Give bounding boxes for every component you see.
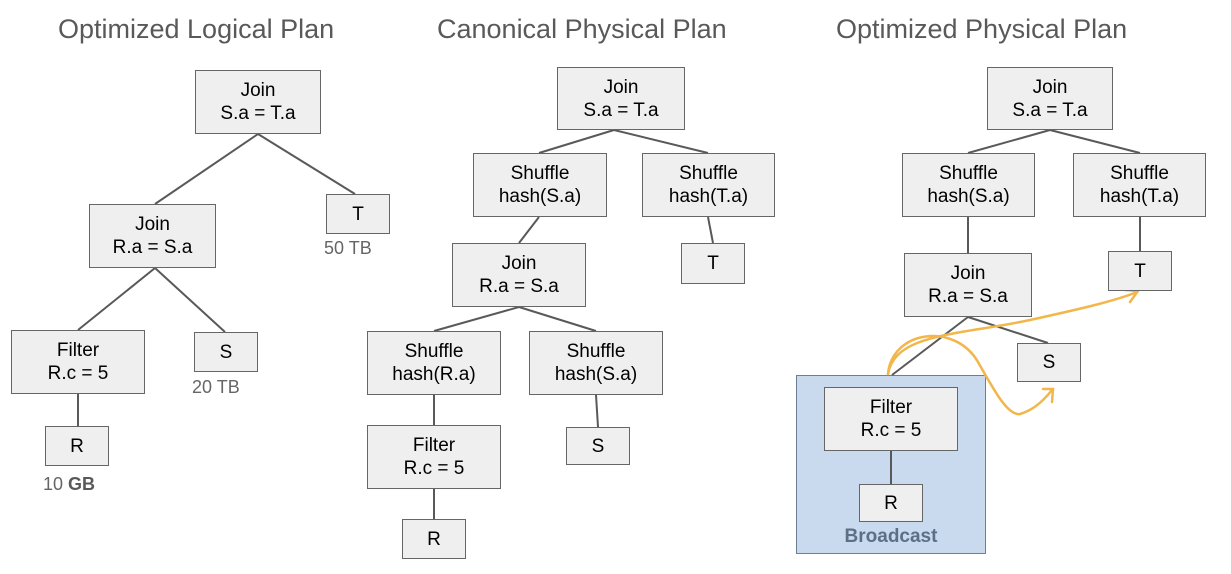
node-predicate: R.c = 5	[860, 420, 922, 441]
node-predicate: R.a = S.a	[112, 237, 193, 258]
node-op: Shuffle	[510, 163, 570, 184]
node-op: R	[884, 492, 898, 514]
edge-canonical-join-mid-to-shuffle-ra	[433, 306, 520, 332]
canonical-scan-s: S	[566, 427, 630, 465]
logical-scan-s: S	[194, 332, 258, 372]
title-logical-plan: Optimized Logical Plan	[58, 14, 335, 44]
edge-canonical-join-top-to-shuffle-ta	[613, 129, 709, 154]
logical-scan-r: R	[45, 426, 109, 466]
edge-optimized-join-mid-to-filter	[891, 316, 969, 376]
node-predicate: hash(S.a)	[554, 364, 638, 385]
broadcast-label: Broadcast	[844, 526, 938, 547]
node-op: R	[427, 528, 441, 550]
node-op: R	[70, 435, 84, 457]
broadcast-arrow-to-s	[886, 334, 1054, 416]
node-op: Join	[1032, 76, 1068, 98]
edge-canonical-shuffle-sa-to-s	[595, 394, 599, 428]
edge-canonical-shuffle-ta-to-t	[707, 216, 714, 244]
canonical-shuffle-hash-sa-mid: Shuffle hash(S.a)	[529, 331, 663, 395]
edge-logical-join-top-to-t	[257, 133, 356, 195]
optimized-scan-s: S	[1017, 343, 1081, 382]
optimized-filter: Filter R.c = 5	[824, 387, 958, 451]
optimized-join-r-s: Join R.a = S.a	[904, 253, 1032, 317]
node-op: Join	[240, 80, 276, 101]
edge-canonical-shuffle-sa-to-join-mid	[518, 216, 540, 244]
edge-canonical-join-mid-to-shuffle-sa	[518, 306, 597, 332]
size-label-r: 10 GB	[43, 474, 95, 495]
node-predicate: hash(R.a)	[392, 364, 476, 385]
node-predicate: hash(S.a)	[927, 186, 1010, 207]
node-op: S	[1042, 352, 1056, 373]
arrowhead-s	[1041, 387, 1055, 404]
node-predicate: hash(S.a)	[498, 186, 582, 207]
size-label-s: 20 TB	[192, 377, 240, 397]
node-predicate: hash(T.a)	[1099, 186, 1180, 207]
node-predicate: R.a = S.a	[928, 286, 1008, 307]
node-op: S	[219, 341, 233, 363]
optimized-scan-t: T	[1108, 251, 1172, 291]
node-op: Shuffle	[404, 341, 464, 362]
size-r-value: 10	[43, 474, 64, 494]
node-op: Filter	[412, 435, 456, 456]
node-op: S	[591, 435, 605, 457]
canonical-join-s-t: Join S.a = T.a	[557, 67, 685, 130]
node-predicate: R.c = 5	[403, 458, 465, 479]
node-op: Filter	[56, 340, 100, 361]
title-optimized-physical-plan: Optimized Physical Plan	[836, 14, 1128, 44]
edge-optimized-join-mid-to-s	[967, 316, 1049, 344]
node-op: T	[352, 203, 364, 225]
logical-join-r-s: Join R.a = S.a	[89, 204, 216, 268]
optimized-shuffle-hash-ta: Shuffle hash(T.a)	[1073, 153, 1206, 217]
edge-canonical-join-top-to-shuffle-sa	[538, 129, 615, 154]
title-canonical-physical-plan: Canonical Physical Plan	[437, 14, 727, 44]
canonical-join-r-s: Join R.a = S.a	[452, 243, 586, 307]
canonical-filter: Filter R.c = 5	[367, 425, 501, 489]
edge-logical-join-mid-to-filter	[77, 267, 156, 331]
node-op: Shuffle	[1110, 163, 1169, 184]
edge-logical-join-mid-to-s	[154, 267, 226, 333]
canonical-shuffle-hash-ra: Shuffle hash(R.a)	[367, 331, 501, 395]
node-op: Join	[603, 76, 639, 98]
broadcast-arrow-to-t	[886, 290, 1139, 376]
node-op: Shuffle	[679, 163, 738, 184]
logical-join-s-t: Join S.a = T.a	[195, 70, 321, 134]
node-predicate: S.a = T.a	[1012, 99, 1088, 121]
node-op: Join	[950, 263, 986, 284]
optimized-join-s-t: Join S.a = T.a	[987, 67, 1113, 130]
edge-logical-join-top-to-join-mid	[154, 133, 259, 205]
optimized-shuffle-hash-sa: Shuffle hash(S.a)	[902, 153, 1035, 217]
node-op: T	[707, 253, 719, 274]
logical-filter: Filter R.c = 5	[11, 330, 145, 394]
optimized-scan-r: R	[859, 484, 923, 522]
logical-scan-t: T	[326, 194, 390, 234]
node-op: Join	[501, 253, 537, 274]
node-predicate: S.a = T.a	[583, 99, 659, 121]
node-op: Join	[135, 214, 170, 235]
canonical-shuffle-hash-sa-top: Shuffle hash(S.a)	[473, 153, 607, 217]
node-op: Filter	[869, 397, 913, 418]
node-op: T	[1134, 260, 1146, 282]
canonical-shuffle-hash-ta: Shuffle hash(T.a)	[642, 153, 775, 217]
node-op: Shuffle	[939, 163, 998, 184]
edge-optimized-join-top-to-shuffle-ta	[1049, 129, 1141, 154]
canonical-scan-t: T	[681, 243, 745, 284]
canonical-scan-r: R	[402, 519, 466, 559]
node-predicate: hash(T.a)	[668, 186, 749, 207]
node-predicate: S.a = T.a	[220, 103, 296, 124]
node-predicate: R.a = S.a	[479, 276, 559, 297]
node-op: Shuffle	[566, 341, 626, 362]
size-label-t: 50 TB	[324, 238, 372, 258]
size-r-unit: GB	[68, 474, 96, 494]
edge-optimized-join-top-to-shuffle-sa	[967, 129, 1051, 154]
node-predicate: R.c = 5	[47, 363, 109, 384]
